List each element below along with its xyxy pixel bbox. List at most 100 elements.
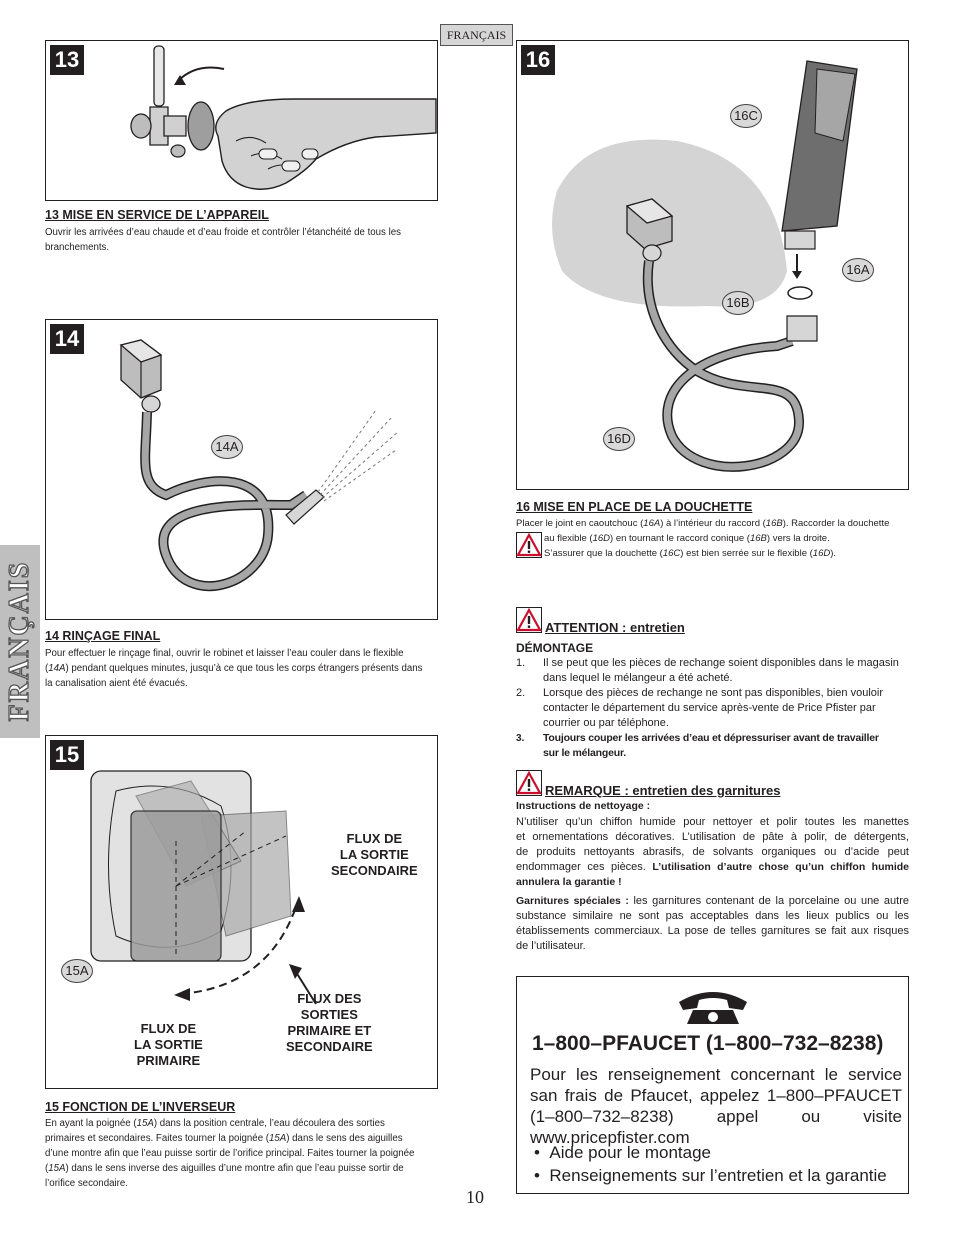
text-line: dans lequel le mélangeur a été acheté.: [543, 672, 733, 684]
remarque-title: REMARQUE : entretien des garnitures: [545, 783, 781, 798]
attention-title: ATTENTION : entretien: [545, 620, 685, 635]
text-line: Toujours couper les arrivées d’eau et dé…: [543, 732, 879, 744]
ref-16b: 16B: [765, 518, 783, 529]
side-language-tab: FRANÇAIS: [0, 545, 40, 738]
text-part: primaires et secondaires. Faites tourner…: [45, 1133, 269, 1144]
text-part: Garnitures spéciales :: [516, 895, 629, 907]
handshower-illustration: [552, 60, 858, 472]
text-part: les garnitures contenant de la porcelain…: [628, 895, 909, 907]
text-part: (: [45, 663, 49, 674]
warning-icon: [516, 770, 542, 796]
text-part: ) vers la droite.: [766, 533, 830, 544]
text-line: primaires et secondaires. Faites tourner…: [45, 1131, 438, 1146]
text-part: En ayant la poignée (: [45, 1118, 137, 1129]
section-14-title: 14 RINÇAGE FINAL: [45, 629, 161, 643]
ref-15a: 15A: [136, 1118, 154, 1129]
text-line: sur le mélangeur.: [543, 747, 626, 759]
text-line: au flexible (16D) en tournant le raccord…: [516, 531, 909, 546]
text-part: ) pendant quelques minutes, jusqu’à ce q…: [65, 663, 423, 674]
callout-16c: 16C: [730, 104, 762, 128]
remarque-text: N’utiliser qu’un chiffon humide pour net…: [516, 815, 909, 890]
section-16-text: Placer le joint en caoutchouc (16A) à l’…: [516, 516, 909, 561]
text-line: et ornementations décoratives. L’utilisa…: [516, 831, 909, 843]
list-number: 1.: [516, 657, 526, 669]
warning-icon: [516, 607, 542, 633]
telephone-icon: [679, 992, 747, 1024]
text-line: Placer le joint en caoutchouc (16A) à l’…: [516, 516, 909, 531]
list-number: 3.: [516, 733, 525, 744]
text-part: ) est bien serrée sur le flexible (: [680, 548, 813, 559]
bullet-text: Renseignements sur l’entretien et la gar…: [549, 1166, 887, 1185]
text-part: ) à l’intérieur du raccord (: [660, 518, 766, 529]
text-part: Placer le joint en caoutchouc (: [516, 518, 644, 529]
text-part: ) en tournant le raccord conique (: [610, 533, 750, 544]
section-15-title: 15 FONCTION DE L’INVERSEUR: [45, 1100, 236, 1114]
ref-16d: 16D: [812, 548, 831, 559]
text-part: ). Raccorder la douchette: [782, 518, 890, 529]
text-part: S’assurer que la douchette (: [544, 548, 663, 559]
list-number: 2.: [516, 687, 526, 699]
text-part: ) dans le sens inverse des aiguilles d’u…: [65, 1163, 404, 1174]
figure-number: 13: [50, 45, 84, 75]
text-line: endommager ces pièces. L’utilisation d’a…: [516, 860, 909, 875]
label-primary-flow: FLUX DE LA SORTIE PRIMAIRE: [134, 1021, 203, 1068]
text-line: En ayant la poignée (15A) dans la positi…: [45, 1116, 438, 1131]
ref-16a: 16A: [643, 518, 661, 529]
figure-14: 14 14A: [45, 319, 438, 620]
callout-15a: 15A: [61, 959, 93, 983]
text-line: Il se peut que les pièces de rechange so…: [543, 657, 899, 669]
hose-spray-illustration: [119, 339, 399, 591]
figure-16: 16 16C 16A 16B 16D: [516, 40, 909, 490]
text-line: Ouvrir les arrivées d’eau chaude et d’ea…: [45, 227, 401, 238]
text-line: de l’utilisateur.: [516, 940, 586, 952]
figure-15: 15 15A FLUX DE LA SORTIE SECONDAIRE FLUX…: [45, 735, 438, 1089]
text-part: (: [45, 1163, 49, 1174]
text-part: endommager ces pièces.: [516, 861, 653, 873]
text-line: branchements.: [45, 242, 110, 253]
text-line: (14A) pendant quelques minutes, jusqu’à …: [45, 661, 438, 676]
callout-16d: 16D: [603, 427, 635, 451]
text-line: l’orifice secondaire.: [45, 1178, 128, 1189]
section-13-title: 13 MISE EN SERVICE DE L’APPAREIL: [45, 208, 269, 222]
ref-16d: 16D: [592, 533, 611, 544]
section-15-text: En ayant la poignée (15A) dans la positi…: [45, 1116, 438, 1191]
warning-icon: [516, 532, 542, 558]
text-part: au flexible (: [544, 533, 593, 544]
list-text: Lorsque des pièces de rechange ne sont p…: [543, 686, 909, 731]
text-line: Lorsque des pièces de rechange ne sont p…: [543, 687, 884, 699]
text-line: N’utiliser qu’un chiffon humide pour net…: [516, 816, 909, 828]
side-tab-label: FRANÇAIS: [3, 560, 35, 722]
diverter-illustration: [90, 770, 317, 1005]
contact-box: [516, 976, 909, 1194]
label-secondary-flow: FLUX DE LA SORTIE SECONDAIRE: [331, 831, 418, 878]
valve-hand-illustration: [130, 45, 437, 190]
text-line: (15A) dans le sens inverse des aiguilles…: [45, 1161, 438, 1176]
section-13-text: Ouvrir les arrivées d’eau chaude et d’ea…: [45, 225, 438, 255]
remarque-subtitle: Instructions de nettoyage :: [516, 800, 651, 812]
callout-14a: 14A: [211, 435, 243, 459]
special-trims-text: Garnitures spéciales : les garnitures co…: [516, 894, 909, 954]
callout-16b: 16B: [722, 291, 754, 315]
text-part: L’utilisation d’autre chose qu’un chiffo…: [652, 861, 909, 873]
text-line: Pour effectuer le rinçage final, ouvrir …: [45, 648, 404, 659]
text-line: S’assurer que la douchette (16C) est bie…: [516, 546, 909, 561]
bullet-item: • Renseignements sur l’entretien et la g…: [534, 1166, 887, 1185]
page-number: 10: [466, 1187, 484, 1207]
bullet-item: • Aide pour le montage: [534, 1143, 712, 1162]
text-line: d’une montre afin que l’eau puisse sorti…: [45, 1148, 415, 1159]
text-part: ).: [830, 548, 837, 559]
list-text: Il se peut que les pièces de rechange so…: [543, 656, 909, 686]
language-tag: FRANÇAIS: [440, 24, 513, 46]
figure-number: 16: [521, 45, 555, 75]
attention-list: 1. Il se peut que les pièces de rechange…: [516, 656, 909, 764]
text-part: ) dans la position centrale, l’eau décou…: [153, 1118, 385, 1129]
contact-text: Pour les renseignement concernant le ser…: [530, 1065, 902, 1147]
text-line: annulera la garantie !: [516, 876, 622, 888]
ref-14a: 14A: [48, 663, 66, 674]
phone-number: 1–800–PFAUCET (1–800–732–8238): [532, 1032, 884, 1055]
ref-15a: 15A: [269, 1133, 287, 1144]
text-line: établissements commerciaux. La pose de t…: [516, 925, 909, 937]
figure-number: 14: [50, 324, 84, 354]
ref-16b: 16B: [749, 533, 767, 544]
figure-number: 15: [50, 740, 84, 770]
